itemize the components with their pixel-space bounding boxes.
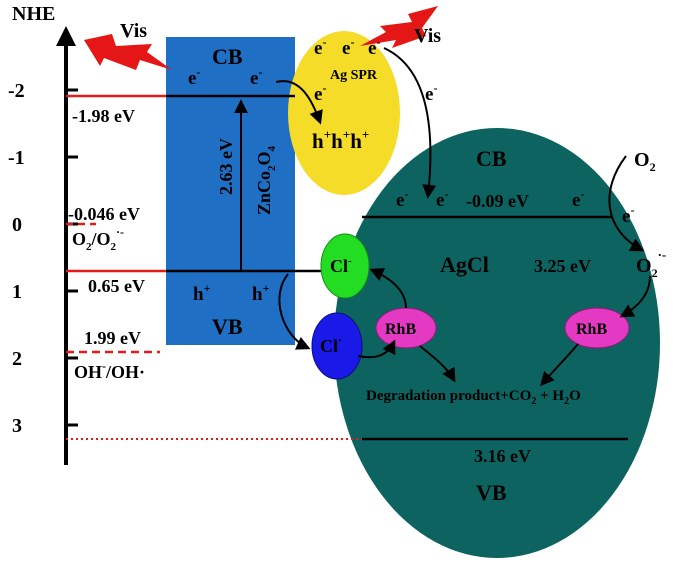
zn-vb-potential-label: 0.65 eV xyxy=(88,276,145,296)
rhb-right-label: RhB xyxy=(576,321,607,338)
ag-spr-ellipse xyxy=(288,31,400,195)
agcl-gap-label: 3.25 eV xyxy=(534,256,591,276)
zn-vb-hole: h+ xyxy=(193,281,211,305)
nhe-axis-title: NHE xyxy=(12,3,55,25)
ag-to-agcl-arrow xyxy=(383,47,437,199)
rhb-left-label: RhB xyxy=(385,321,416,338)
left-vis-label: Vis xyxy=(120,20,147,42)
o2-label: O2 xyxy=(634,149,656,174)
oh-redox-label: OH-/OH· xyxy=(74,359,145,382)
cl-minus-circle xyxy=(320,233,370,299)
agcl-ellipse xyxy=(334,128,660,558)
o2-reduction-arrow xyxy=(608,155,645,252)
zn-to-ag-arrow xyxy=(275,80,323,125)
agcl-cb-label: CB xyxy=(476,146,507,171)
tick-label: 0 xyxy=(12,214,22,236)
oh-potential-label: 1.99 eV xyxy=(84,328,141,348)
ag-electron: e- xyxy=(342,35,354,59)
cl-radical-label: Cl· xyxy=(320,333,342,356)
o2-electron-label: e- xyxy=(622,203,634,227)
cl-to-rhb-arrow xyxy=(357,339,396,359)
ag-spr-label: Ag SPR xyxy=(330,68,378,83)
o2-radical-label: O2·- xyxy=(636,247,666,280)
zn-gap-label: 2.63 eV xyxy=(216,138,236,195)
zn-vb-label: VB xyxy=(212,314,243,339)
agcl-cb-electron: e- xyxy=(396,187,408,211)
right-vis-label: Vis xyxy=(414,25,441,47)
rhb-left-degradation-arrow xyxy=(419,345,456,383)
agcl-vb-label: VB xyxy=(476,480,507,505)
cl-minus-label: Cl- xyxy=(330,255,352,276)
zn-hole-to-cl-arrow xyxy=(278,273,311,350)
ag-holes: h+h+h+ xyxy=(312,127,369,153)
agcl-cb-level-label: -0.09 eV xyxy=(466,191,529,211)
rhb-right-ellipse xyxy=(564,307,630,349)
zn-cb-electron: e- xyxy=(250,65,262,89)
rhb-to-cl-arrow xyxy=(369,268,407,309)
zn-cb-potential-label: -1.98 eV xyxy=(72,106,135,126)
right-lightning-icon xyxy=(360,6,438,48)
nhe-axis-arrowhead xyxy=(56,26,76,46)
tick-label: -1 xyxy=(8,147,25,169)
degradation-product-label: Degradation product+CO2 + H2O xyxy=(366,388,581,407)
rhb-right-degradation-arrow xyxy=(540,343,579,387)
tick-label: 3 xyxy=(12,415,22,437)
cl-radical-circle xyxy=(311,312,363,380)
ag-lower-electron: e- xyxy=(314,81,326,105)
left-lightning-icon xyxy=(84,34,172,70)
o2-potential-label: -0.046 eV xyxy=(68,204,140,224)
ag-electron: e- xyxy=(314,35,326,59)
axis-ticks: -2 -1 0 1 2 3 xyxy=(8,80,78,437)
zncoo-box xyxy=(166,37,295,345)
o2-redox-label: O2/O2·- xyxy=(72,225,124,253)
ag-electron: e- xyxy=(368,35,380,59)
tick-label: 2 xyxy=(12,348,22,370)
zn-vb-hole: h+ xyxy=(252,281,270,305)
tick-label: -2 xyxy=(8,80,25,102)
zn-name-label: ZnCo2O4 xyxy=(254,145,278,215)
agcl-cb-electron: e- xyxy=(436,187,448,211)
o2-radical-to-rhb-arrow xyxy=(619,275,651,318)
zn-cb-label: CB xyxy=(212,44,243,69)
zn-cb-electron: e- xyxy=(188,65,200,89)
agcl-vb-level-label: 3.16 eV xyxy=(474,446,531,466)
agcl-name-label: AgCl xyxy=(440,252,489,277)
tick-label: 1 xyxy=(12,281,22,303)
electron-transfer-label: e- xyxy=(425,81,437,105)
agcl-cb-electron: e- xyxy=(572,187,584,211)
